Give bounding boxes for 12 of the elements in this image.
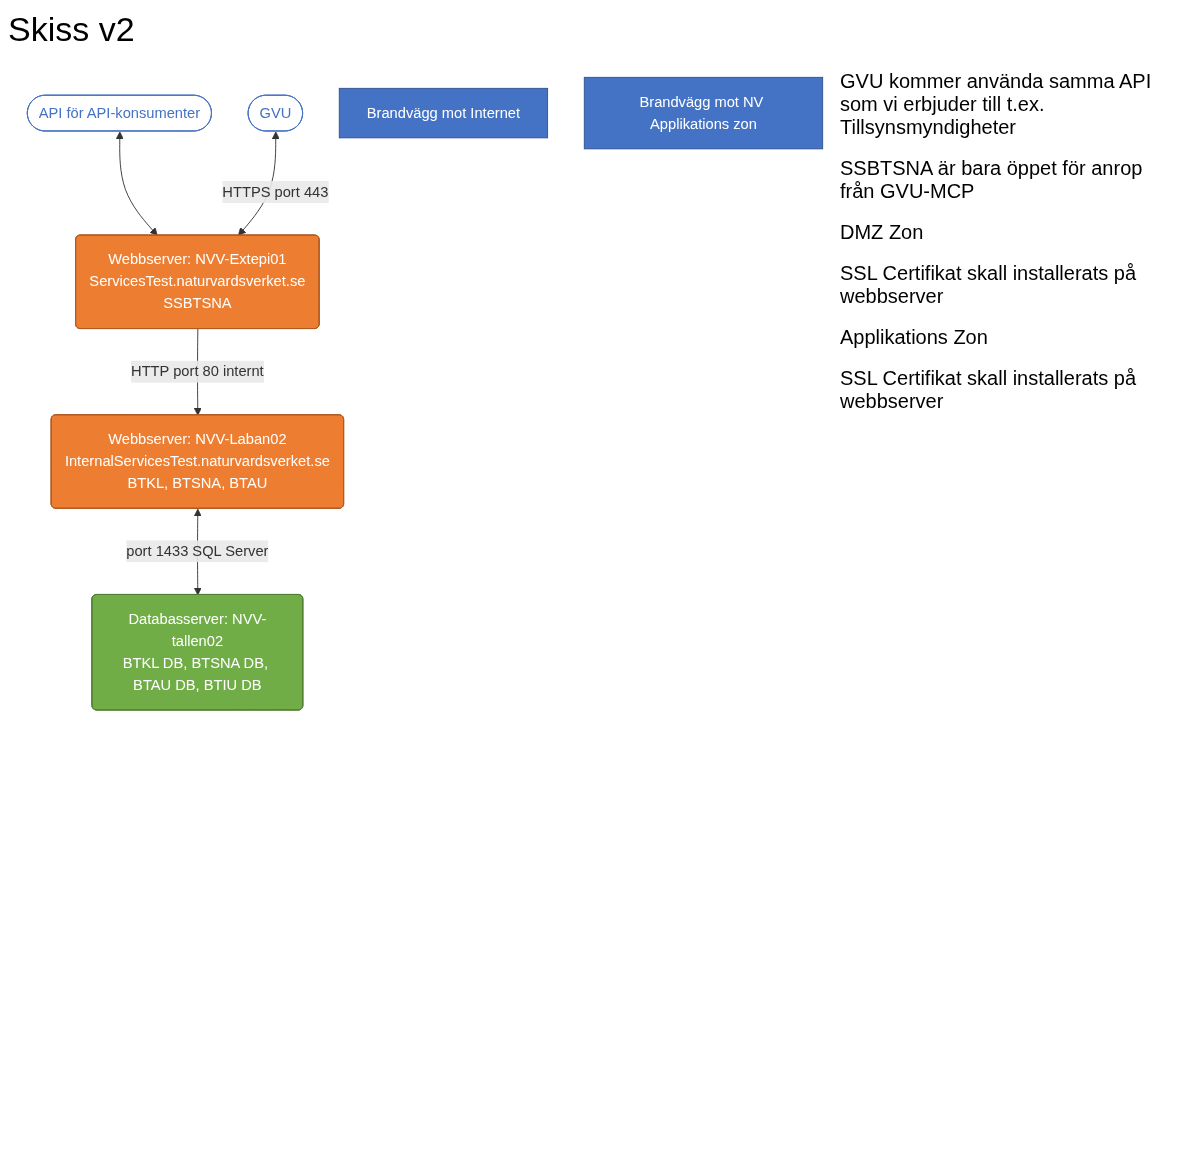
diagram-title: Skiss v2 bbox=[8, 10, 135, 49]
edge-label: HTTPS port 443 bbox=[222, 183, 329, 200]
note-text: SSL Certifikat skall installerats på webbserver bbox=[840, 367, 1138, 413]
node-box: Brandvägg mot NV Applikations zon bbox=[583, 76, 824, 150]
note-text: Applikations Zon bbox=[840, 326, 989, 349]
edge-label: HTTP port 80 internt bbox=[131, 363, 264, 379]
note-text: SSBTSNA är bara öppet för anrop från GVU-MCP bbox=[840, 157, 1144, 203]
node-box: Brandvägg mot Internet bbox=[338, 87, 549, 139]
note-text: SSL Certifikat skall installerats på webbserver bbox=[840, 262, 1138, 308]
edge-label: port 1433 SQL Server bbox=[126, 543, 269, 559]
note-text: DMZ Zon bbox=[840, 221, 925, 244]
note-text: GVU kommer använda samma API som vi erbjuder till t.ex. Tillsynsmyndigheter bbox=[840, 70, 1153, 139]
